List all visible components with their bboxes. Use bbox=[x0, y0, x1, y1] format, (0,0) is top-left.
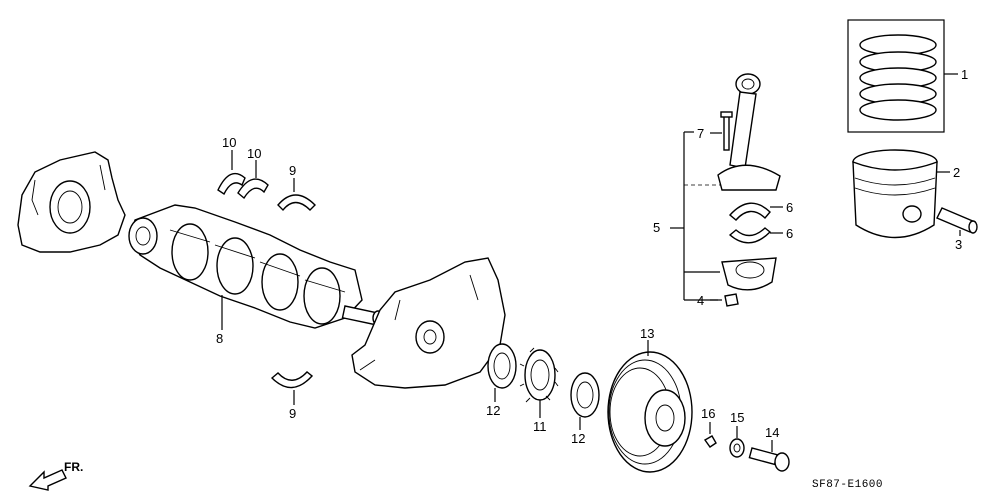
callout-label-2: 2 bbox=[953, 165, 960, 180]
callout-label-9b: 9 bbox=[289, 406, 296, 421]
thrust-washer-a bbox=[217, 172, 246, 196]
connecting-rod-nut bbox=[724, 293, 739, 307]
callout-16: 16 bbox=[701, 406, 715, 434]
crankshaft-pulley bbox=[607, 351, 693, 473]
callout-2: 2 bbox=[937, 165, 960, 180]
crankshaft bbox=[128, 204, 384, 329]
callout-12b: 12 bbox=[571, 417, 585, 446]
pulley-bolt bbox=[748, 447, 790, 472]
piston-pin bbox=[936, 207, 978, 234]
callout-label-6a: 6 bbox=[786, 200, 793, 215]
diagram-code: SF87-E1600 bbox=[812, 479, 883, 491]
callout-label-4: 4 bbox=[697, 293, 704, 308]
woodruff-key bbox=[703, 435, 717, 448]
callout-4: 4 bbox=[697, 293, 722, 308]
rod-bearing-upper bbox=[728, 202, 771, 221]
callout-label-10a: 10 bbox=[222, 135, 236, 150]
callout-label-9a: 9 bbox=[289, 163, 296, 178]
callout-label-16: 16 bbox=[701, 406, 715, 421]
connecting-rod bbox=[717, 73, 781, 191]
callout-11: 11 bbox=[533, 400, 547, 434]
callout-10a: 10 bbox=[222, 135, 236, 170]
callout-label-6b: 6 bbox=[786, 226, 793, 241]
callout-9b: 9 bbox=[289, 390, 296, 421]
callout-label-12b: 12 bbox=[571, 431, 585, 446]
callout-8: 8 bbox=[216, 295, 223, 346]
rod-bearing-lower bbox=[728, 227, 772, 244]
callout-15: 15 bbox=[730, 410, 744, 438]
callout-7: 7 bbox=[697, 126, 722, 141]
callout-label-8: 8 bbox=[216, 331, 223, 346]
callout-3: 3 bbox=[955, 230, 962, 252]
main-bearing-lower bbox=[270, 371, 314, 389]
callout-label-12a: 12 bbox=[486, 403, 500, 418]
callout-label-15: 15 bbox=[730, 410, 744, 425]
connecting-rod-cap bbox=[721, 257, 777, 291]
callout-label-10b: 10 bbox=[247, 146, 261, 161]
connecting-rod-bolt bbox=[720, 111, 733, 151]
callout-14: 14 bbox=[765, 425, 779, 452]
callout-6a: 6 bbox=[770, 200, 793, 215]
callout-6b: 6 bbox=[770, 226, 793, 241]
callout-label-13: 13 bbox=[640, 326, 654, 341]
callout-9a: 9 bbox=[289, 163, 296, 192]
piston bbox=[852, 149, 938, 239]
washer bbox=[729, 438, 745, 458]
connecting-rod-assembly-bracket bbox=[670, 131, 720, 301]
callout-13: 13 bbox=[640, 326, 654, 356]
thrust-washer-b bbox=[237, 178, 269, 200]
callout-10b: 10 bbox=[247, 146, 261, 178]
callout-label-14: 14 bbox=[765, 425, 779, 440]
front-direction-arrow: FR. bbox=[28, 460, 83, 491]
callout-label-5: 5 bbox=[653, 220, 660, 235]
oil-pump-housing bbox=[351, 257, 506, 389]
callout-1: 1 bbox=[944, 67, 968, 82]
main-bearing-upper bbox=[277, 194, 316, 212]
callout-label-11: 11 bbox=[533, 419, 547, 434]
callout-label-1: 1 bbox=[961, 67, 968, 82]
oil-seal-a bbox=[487, 343, 517, 389]
callout-12a: 12 bbox=[486, 388, 500, 418]
timing-belt-drive-pulley bbox=[519, 347, 559, 403]
front-direction-label: FR. bbox=[64, 460, 83, 474]
rear-oil-seal-housing bbox=[17, 151, 126, 253]
piston-ring-set bbox=[847, 19, 945, 133]
oil-seal-b bbox=[570, 372, 600, 418]
callout-label-3: 3 bbox=[955, 237, 962, 252]
callout-label-7: 7 bbox=[697, 126, 704, 141]
